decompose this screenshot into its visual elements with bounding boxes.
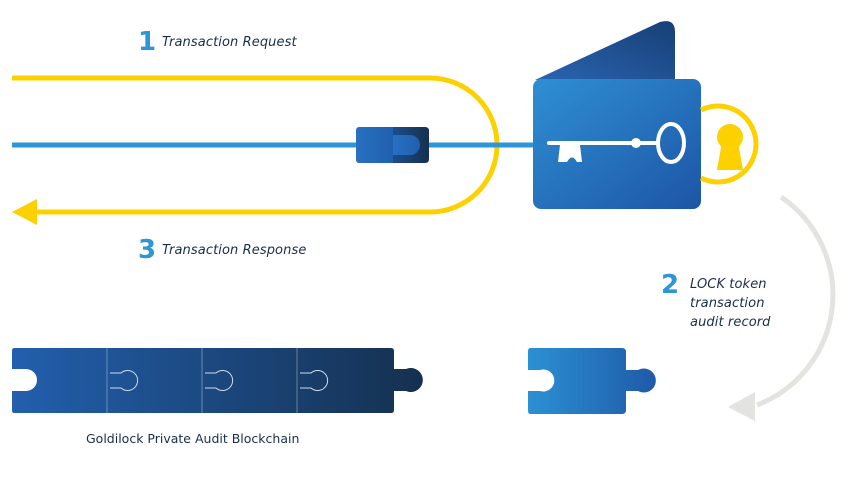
response-arrowhead [12, 199, 37, 225]
blockchain-label: Goldilock Private Audit Blockchain [86, 431, 300, 446]
audit-record-arrowhead [728, 392, 755, 421]
new-audit-block [528, 348, 656, 414]
block-joint-icon [110, 370, 329, 391]
step-3-number: 3 [138, 235, 157, 265]
step-1-number: 1 [138, 27, 157, 57]
block-divider [106, 348, 298, 413]
wallet-icon [533, 21, 701, 209]
step-3-label: Transaction Response [162, 243, 307, 258]
step-2-label-line-1: LOCK token [690, 277, 767, 292]
key-icon [547, 122, 686, 164]
step-1-label: Transaction Request [162, 35, 297, 50]
audit-record-arrow [756, 194, 836, 408]
lock-keyhole-icon [699, 103, 759, 185]
step-2-number: 2 [661, 270, 680, 300]
step-2-label-line-3: audit record [690, 315, 771, 330]
connector-plug-icon [356, 127, 429, 163]
blockchain [12, 348, 423, 413]
step-2-label-line-2: transaction [690, 296, 765, 311]
